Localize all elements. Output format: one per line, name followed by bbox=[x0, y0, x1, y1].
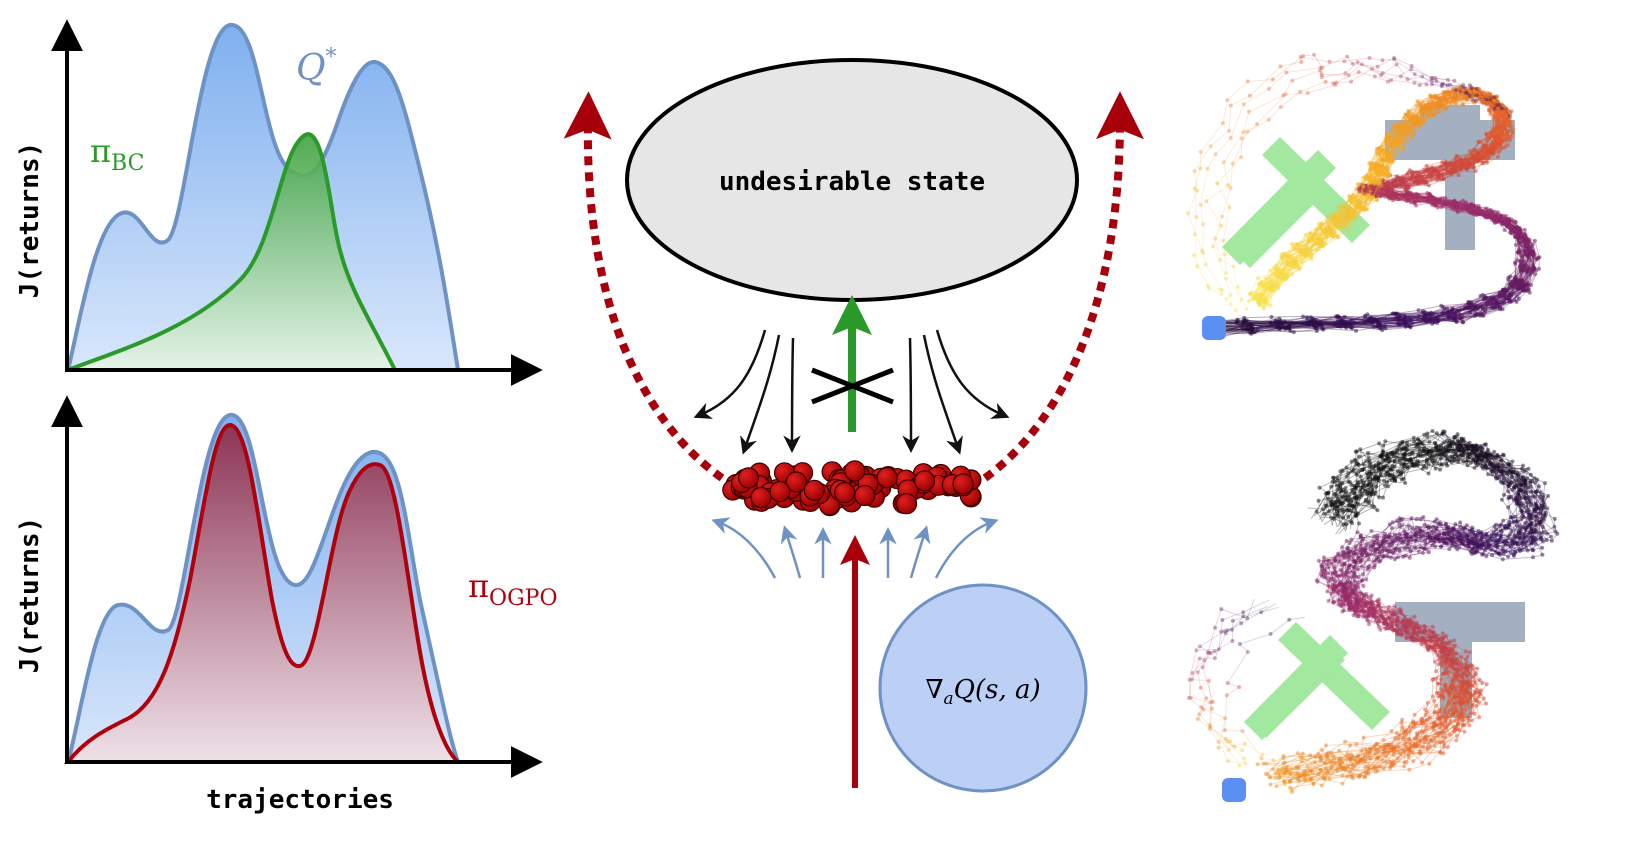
trajectory-cloud bbox=[1186, 52, 1542, 337]
trajectory-point bbox=[1301, 314, 1306, 319]
pi-bc-curve bbox=[67, 132, 399, 372]
top-left-plot: J(returns) Q* πBC bbox=[15, 19, 543, 386]
trajectory-point bbox=[1427, 93, 1432, 98]
trajectory-point bbox=[1372, 180, 1377, 184]
undesirable-state-label: undesirable state bbox=[719, 167, 985, 197]
pi-ogpo-label: πOGPO bbox=[468, 567, 557, 611]
trajectory-segment bbox=[1443, 174, 1459, 179]
action-sample bbox=[750, 486, 772, 509]
bottom-left-plot: J(returns) trajectories πOGPO bbox=[15, 395, 557, 815]
trajectory-point bbox=[1420, 100, 1425, 105]
action-sample bbox=[854, 484, 876, 507]
trajectory-point bbox=[1372, 324, 1376, 329]
trajectory-point bbox=[1363, 199, 1368, 204]
trajectory-point bbox=[1416, 314, 1421, 318]
trajectory-point bbox=[1473, 169, 1478, 174]
black-arrows bbox=[693, 329, 1010, 455]
trajectory-point bbox=[1532, 238, 1537, 243]
bottom-y-axis-label: J(returns) bbox=[15, 517, 45, 674]
trajectory-point bbox=[1291, 330, 1296, 335]
left-escape-arc bbox=[563, 91, 725, 482]
trajectory-segment bbox=[1244, 316, 1272, 319]
right-escape-arc bbox=[982, 91, 1144, 482]
action-sample bbox=[785, 471, 807, 493]
action-sample bbox=[876, 467, 898, 489]
trajectory-point bbox=[1354, 328, 1358, 333]
trajectory-point bbox=[1509, 231, 1514, 236]
q-star-label: Q* bbox=[296, 45, 337, 89]
trajectory-point bbox=[1488, 208, 1493, 212]
trajectory-point bbox=[1393, 123, 1398, 128]
trajectory-point bbox=[1269, 315, 1274, 319]
trajectory-point bbox=[1535, 256, 1540, 261]
action-sample bbox=[737, 467, 760, 489]
action-sample bbox=[895, 493, 918, 515]
pi-ogpo-curve bbox=[63, 422, 464, 764]
trajectory-point bbox=[1505, 143, 1510, 148]
trajectory-point bbox=[1426, 183, 1431, 188]
trajectory-point bbox=[1408, 123, 1413, 128]
trajectory-segment bbox=[1409, 320, 1433, 325]
gradient-q-label: ∇aQ(s, a) bbox=[925, 675, 1040, 709]
trajectory-point bbox=[1308, 231, 1312, 236]
trajectory-point bbox=[1347, 221, 1352, 225]
trajectory-point bbox=[1495, 154, 1500, 159]
trajectory-point bbox=[1426, 113, 1431, 118]
trajectory-point bbox=[1480, 161, 1485, 166]
action-samples-cluster bbox=[722, 460, 982, 517]
action-sample bbox=[913, 470, 936, 492]
trajectory-point bbox=[1461, 198, 1465, 203]
q-star-curve bbox=[65, 23, 461, 372]
trajectory-point bbox=[1246, 299, 1251, 304]
trajectory-point bbox=[1454, 85, 1459, 90]
not-cross-icon bbox=[811, 367, 894, 405]
trajectory-point bbox=[1502, 228, 1507, 232]
trajectory-point bbox=[1374, 198, 1379, 202]
trajectory-point bbox=[1261, 306, 1266, 311]
trajectory-point bbox=[1443, 195, 1448, 200]
x-axis-label: trajectories bbox=[206, 785, 394, 815]
trajectory-point bbox=[1515, 250, 1520, 255]
action-sample bbox=[952, 473, 974, 495]
center-diagram: undesirable state bbox=[563, 58, 1144, 793]
trajectory-point bbox=[1508, 274, 1513, 279]
action-sample bbox=[803, 479, 825, 501]
blue-gradient-arrows bbox=[711, 517, 999, 579]
trajectory-point bbox=[1333, 234, 1338, 239]
trajectory-point bbox=[1415, 103, 1419, 108]
trajectory-point bbox=[1516, 296, 1521, 301]
trajectory-point bbox=[1353, 217, 1357, 222]
trajectory-point bbox=[1485, 160, 1490, 165]
trajectory-point bbox=[1478, 294, 1483, 298]
trajectory-point bbox=[1260, 297, 1264, 302]
pi-bc-label: πBC bbox=[90, 132, 144, 176]
gradient-q-circle bbox=[878, 583, 1088, 793]
trajectory-point bbox=[1499, 146, 1504, 151]
trajectory-point bbox=[1441, 177, 1445, 182]
trajectory-point bbox=[1456, 173, 1461, 178]
action-sample bbox=[844, 460, 866, 482]
action-sample bbox=[834, 482, 856, 504]
top-y-axis-label: J(returns) bbox=[15, 142, 45, 299]
trajectory-segment bbox=[1271, 316, 1304, 318]
top-trajectory-plot bbox=[1186, 52, 1542, 340]
trajectory-point bbox=[1511, 131, 1515, 136]
trajectory-point bbox=[1399, 130, 1404, 135]
trajectory-point bbox=[1268, 303, 1273, 308]
trajectory-point bbox=[1319, 237, 1324, 241]
trajectory-point bbox=[1264, 286, 1269, 291]
trajectory-point bbox=[1256, 276, 1261, 281]
action-sample bbox=[769, 481, 791, 503]
trajectory-point bbox=[1347, 228, 1351, 233]
trajectory-point bbox=[1513, 260, 1518, 265]
trajectory-point bbox=[1416, 308, 1421, 313]
trajectory-point bbox=[1325, 215, 1330, 220]
trajectory-point bbox=[1248, 291, 1252, 296]
trajectory-point bbox=[1443, 107, 1447, 112]
trajectory-point bbox=[1487, 107, 1492, 112]
trajectory-point bbox=[1337, 206, 1342, 211]
trajectory-point bbox=[1476, 140, 1481, 145]
